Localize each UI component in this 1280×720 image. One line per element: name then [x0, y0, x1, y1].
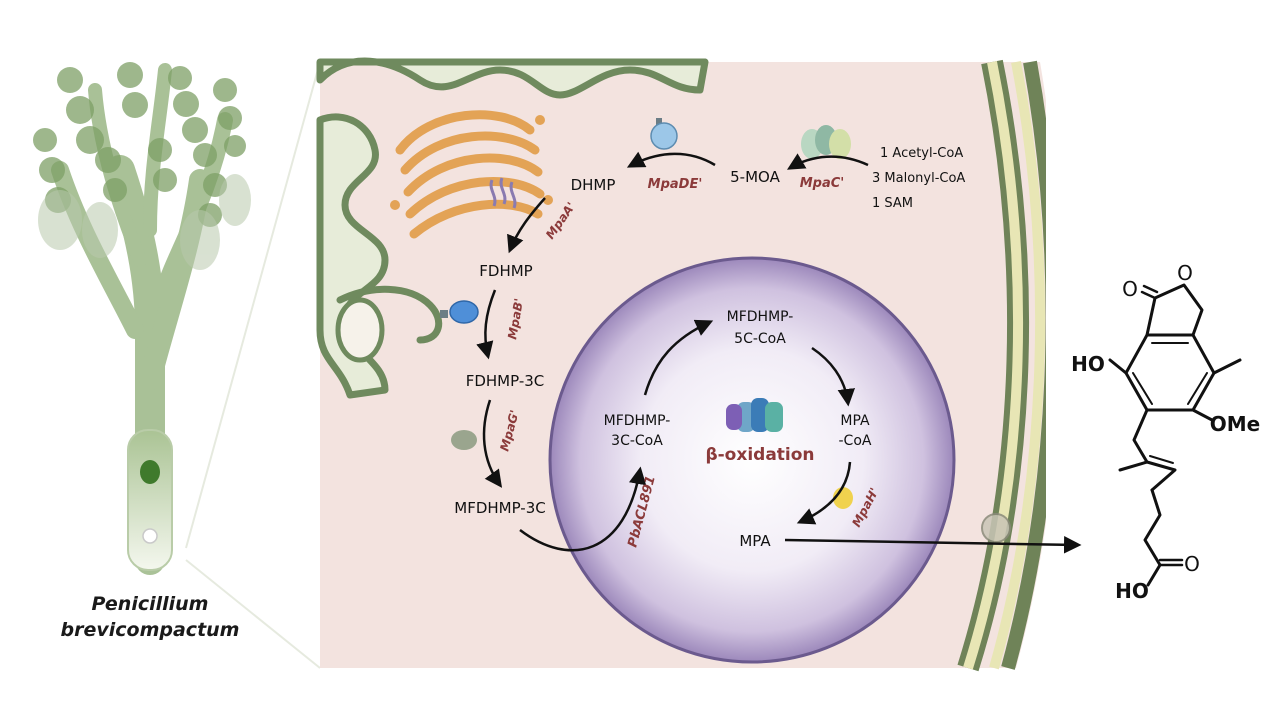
mpa-chemical-structure [1108, 283, 1242, 587]
precursor-malonyl: 3 Malonyl-CoA [872, 171, 965, 186]
metabolite-mfdhmp-5c-coa-line2: 5C-CoA [734, 331, 786, 347]
benzene-ring [1124, 333, 1216, 412]
peroxisome [548, 256, 956, 664]
arrow-mpag [482, 399, 503, 488]
metabolite-fdhmp: FDHMP [479, 262, 532, 280]
arrow-mpade [626, 151, 716, 168]
pathway-arrows [476, 151, 1082, 554]
arrow-to-5c [643, 319, 714, 396]
outside-mask [1016, 62, 1061, 668]
metabolite-mpa-coa-line2: -CoA [839, 433, 872, 449]
metabolite-mfdhmp-3c-coa-line2: 3C-CoA [611, 433, 663, 449]
nucleus [140, 460, 160, 484]
group-ome: OMe [1210, 412, 1260, 436]
beta-oxidation-label: β-oxidation [705, 445, 814, 465]
enzyme-mpac: MpaC' [800, 176, 845, 191]
vacuole [142, 528, 158, 544]
protein-mpac [801, 125, 851, 159]
protein-mpab [440, 300, 479, 324]
mpa-structure-labels: O O HO OMe O HO [1071, 261, 1260, 603]
protein-mpag [451, 430, 477, 450]
arrow-mpac [786, 153, 869, 170]
metabolite-mfdhmp-3c: MFDHMP-3C [454, 499, 546, 517]
zoom-line [185, 61, 321, 549]
arrow-pbacl891 [519, 466, 647, 552]
arrow-export [784, 536, 1082, 554]
metabolite-fdhmp-3c: FDHMP-3C [466, 372, 545, 390]
lactone-ring [1145, 283, 1204, 337]
organism-name-line2: brevicompactum [61, 619, 240, 641]
group-ho-carboxyl: HO [1115, 579, 1149, 603]
precursor-acetyl: 1 Acetyl-CoA [880, 146, 963, 161]
protein-mpaa [489, 177, 517, 209]
atom-o-carbonyl: O [1122, 277, 1138, 301]
arrow-mpaa [507, 197, 546, 254]
penicillium-illustration: Penicillium brevicompactum [33, 61, 321, 669]
metabolite-mpa: MPA [739, 532, 771, 550]
golgi-apparatus [390, 110, 553, 239]
metabolite-mfdhmp-3c-coa-line1: MFDHMP- [604, 413, 671, 429]
metabolite-mpa-coa-line1: MPA [840, 413, 870, 429]
metabolite-mfdhmp-5c-coa-line1: MFDHMP- [727, 309, 794, 325]
group-ho-phenol: HO [1071, 352, 1105, 376]
arrow-mpab [476, 289, 497, 360]
atom-o-carboxyl: O [1184, 552, 1200, 576]
organism-name-line1: Penicillium [92, 593, 209, 615]
zoom-line [185, 559, 321, 669]
arrow-mpah [796, 461, 852, 525]
cell-panel [316, 57, 1066, 672]
membrane-protein-mpade [650, 118, 678, 150]
endoplasmic-reticulum [316, 57, 709, 399]
efflux-transporter [981, 513, 1011, 543]
metabolite-dhmp: DHMP [571, 176, 616, 194]
metabolite-5-moa: 5-MOA [730, 168, 780, 186]
arrow-to-mpacoa [811, 346, 856, 407]
enzyme-mpade: MpaDE' [648, 177, 703, 192]
atom-o-lactone: O [1177, 261, 1193, 285]
precursor-sam: 1 SAM [872, 196, 913, 211]
beta-oxidation-complex [726, 398, 783, 432]
